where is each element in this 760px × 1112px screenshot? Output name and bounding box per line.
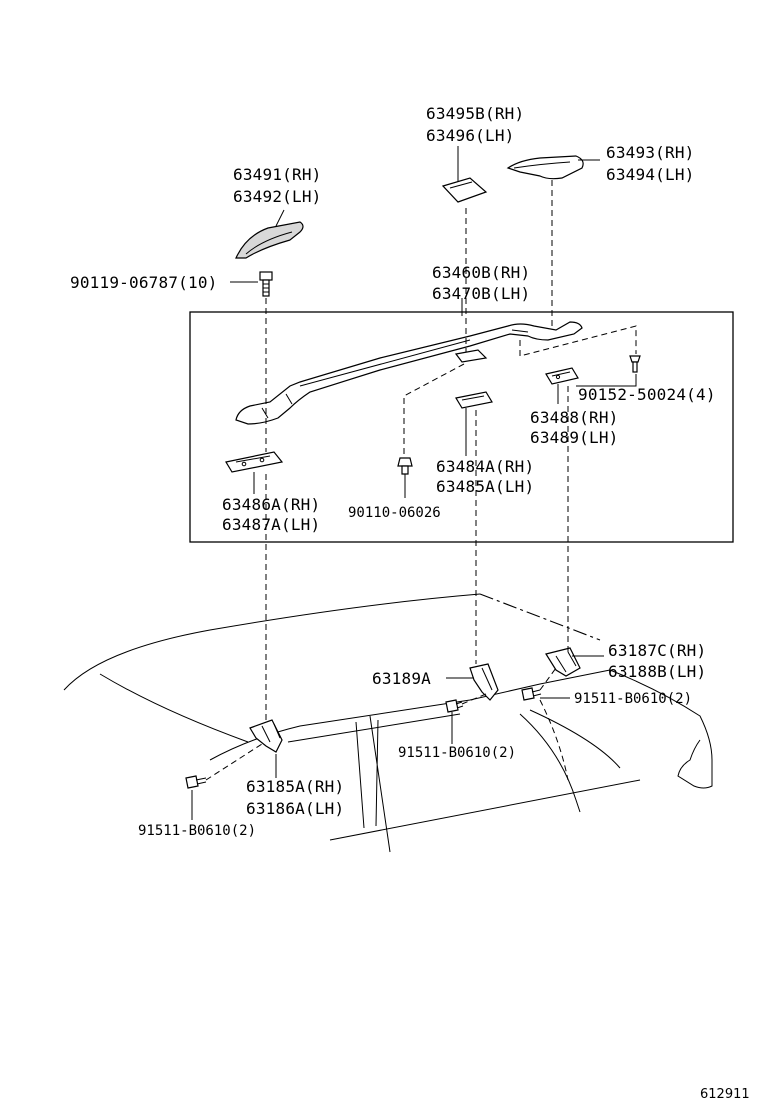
label-90119: 90119-06787(10) [70,273,218,292]
label-63496: 63496(LH) [426,126,515,145]
label-63486A: 63486A(RH) [222,495,320,514]
rail-assembly-frame [189,311,734,543]
bolt-right-part [521,687,542,701]
label-63488: 63488(RH) [530,408,619,427]
label-91511-right: 91511-B0610(2) [574,691,692,707]
label-63189A: 63189A [372,669,431,688]
front-end-cover-part [235,221,304,259]
rear-bracket-part [545,647,581,677]
label-91511-mid: 91511-B0610(2) [398,745,516,761]
leader-63491 [275,209,285,227]
front-bracket-part [249,719,283,753]
label-63491: 63491(RH) [233,165,322,184]
reference-number: 612911 [700,1087,750,1102]
dash-right-body [539,699,569,781]
label-91511-left: 91511-B0610(2) [138,823,256,839]
dash-rear-screw [519,325,637,357]
dash-left-bolt [205,743,263,781]
bolt-center-part [445,699,464,713]
clip-90110-part [397,457,413,475]
label-63186A: 63186A(LH) [246,799,344,818]
label-63495B: 63495B(RH) [426,104,524,123]
rear-pad-part [545,367,579,385]
screw-90152-part [629,355,641,373]
label-63492: 63492(LH) [233,187,322,206]
label-63484A: 63484A(RH) [436,457,534,476]
label-63494: 63494(LH) [606,165,695,184]
dash-center-bolt [461,693,487,705]
dash-clip [403,363,465,458]
label-90110: 90110-06026 [348,505,441,521]
dash-right-bolt [539,667,557,691]
label-63485A: 63485A(LH) [436,477,534,496]
label-63470B: 63470B(LH) [432,284,530,303]
label-90152: 90152-50024(4) [578,385,716,404]
front-pad-part [225,451,284,473]
label-63187C: 63187C(RH) [608,641,706,660]
label-63493: 63493(RH) [606,143,695,162]
center-pad-part [455,391,493,409]
label-63489: 63489(LH) [530,428,619,447]
label-63460B: 63460B(RH) [432,263,530,282]
vehicle-body-outline [63,593,713,853]
leader-90152 [576,374,637,387]
center-bracket-part [469,663,499,701]
screw-90119-part [259,271,273,297]
label-63188B: 63188B(LH) [608,662,706,681]
label-63185A: 63185A(RH) [246,777,344,796]
rear-end-cover-part [506,155,584,180]
label-63487A: 63487A(LH) [222,515,320,534]
roof-rail-part [235,321,583,425]
bolt-left-part [185,775,207,789]
center-cover-part [441,177,488,203]
